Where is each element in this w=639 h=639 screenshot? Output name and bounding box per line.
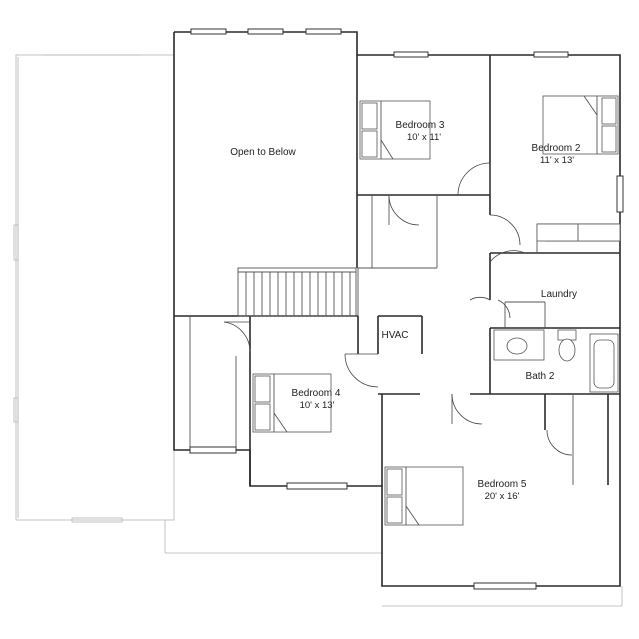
room-bedroom2-label: Bedroom 2: [532, 143, 581, 154]
bath-fixtures: [493, 329, 619, 393]
bed-bedroom5: [384, 466, 464, 526]
room-bedroom5-size: 20' x 16': [485, 491, 520, 502]
room-bedroom5-label: Bedroom 5: [478, 479, 527, 490]
doors: [223, 162, 573, 456]
room-hvac-label: HVAC: [381, 330, 408, 341]
windows: [189, 28, 624, 590]
room-labels: Open to Below Bedroom 3 10' x 11' Bedroo…: [230, 120, 581, 502]
room-open-below-label: Open to Below: [230, 147, 296, 158]
laundry-appliances: [536, 223, 621, 242]
room-bedroom4-label: Bedroom 4: [292, 388, 341, 399]
bed-bedroom4: [252, 373, 332, 433]
room-laundry-label: Laundry: [541, 289, 577, 300]
room-bedroom3-size: 10' x 11': [407, 132, 441, 143]
room-bedroom2-size: 11' x 13': [540, 155, 574, 166]
bed-bedroom3: [359, 100, 431, 160]
room-bedroom4-size: 10' x 13': [300, 400, 335, 411]
room-bedroom3-label: Bedroom 3: [396, 120, 445, 131]
bed-bedroom2: [542, 95, 619, 155]
stairs: [237, 267, 437, 317]
room-bath2-label: Bath 2: [526, 371, 555, 382]
interior-walls: [174, 55, 620, 486]
